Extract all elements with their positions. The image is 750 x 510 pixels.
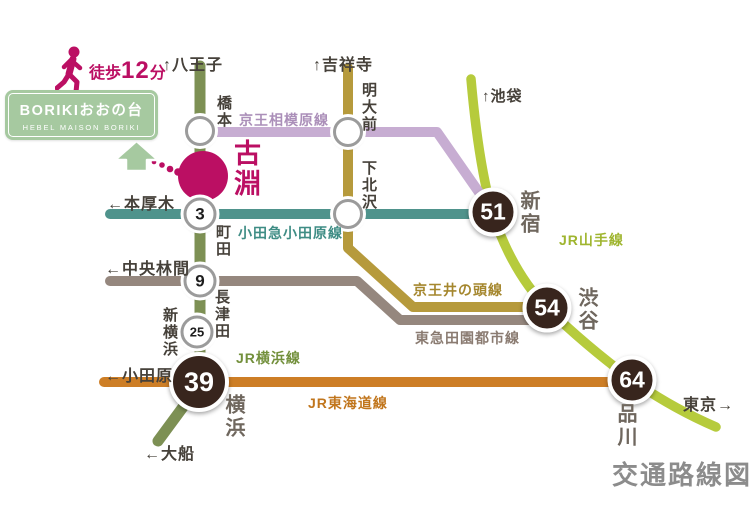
destination-honatsugi: ←本厚木 <box>107 196 176 213</box>
map-title: 交通路線図 <box>612 461 750 490</box>
property-badge: BORIKIおおの台 HEBEL MAISON BORIKI <box>5 90 158 140</box>
walk-time-suffix: 分 <box>149 65 166 82</box>
destination-kichijoji: ↑吉祥寺 <box>313 57 374 74</box>
station-badge-shinagawa: 64 <box>607 355 657 405</box>
station-label-hashimoto: 橋本 <box>215 95 232 129</box>
destination-odawara: ←小田原 <box>105 368 174 385</box>
property-badge-title: BORIKIおおの台 <box>19 102 144 119</box>
station-label-yokohama: 横浜 <box>222 394 244 440</box>
station-label-meidaimae: 明大前 <box>360 82 377 133</box>
line-label-jr-yokohama: JR横浜線 <box>236 350 301 366</box>
station-badge-shinjuku: 51 <box>468 187 518 237</box>
station-label-machida: 町田 <box>214 224 231 258</box>
station-meidaimae-circle <box>333 117 363 147</box>
property-badge-inner: BORIKIおおの台 HEBEL MAISON BORIKI <box>8 93 155 137</box>
line-label-keio-inokashira: 京王井の頭線 <box>413 282 503 298</box>
line-label-jr-yamanote: JR山手線 <box>559 232 624 248</box>
property-location-arrow-icon <box>113 139 160 173</box>
station-label-shibuya: 渋谷 <box>575 287 597 333</box>
station-shimokitazawa-circle <box>333 199 363 229</box>
station-hashimoto-circle <box>185 116 215 146</box>
property-badge-subtitle: HEBEL MAISON BORIKI <box>22 122 141 132</box>
destination-chuorinkan: ←中央林間 <box>105 261 191 278</box>
station-badge-machida: 3 <box>183 197 217 231</box>
keio-sagamihara-line-path <box>195 127 497 216</box>
line-label-jr-tokaido: JR東海道線 <box>308 395 388 411</box>
walk-time: 徒歩 12 分 <box>89 57 166 85</box>
walk-time-prefix: 徒歩 <box>89 65 122 82</box>
destination-ikebukuro: ↑池袋 <box>482 88 523 105</box>
station-badge-nagatsuta: 9 <box>183 264 217 298</box>
station-label-shimokitazawa: 下北沢 <box>360 160 377 211</box>
walk-time-minutes: 12 <box>121 57 150 84</box>
destination-ofuna: ←大船 <box>144 446 196 463</box>
destination-tokyo: 東京→ <box>683 397 735 414</box>
destination-hachioji: ↑八王子 <box>163 57 224 74</box>
line-label-tokyu-denentoshi: 東急田園都市線 <box>415 330 520 346</box>
keio-inokashira-line-path <box>343 63 552 312</box>
jr-yamanote-line-path <box>466 74 721 432</box>
station-label-nagatsuta: 長津田 <box>213 289 230 340</box>
station-label-shinyokohama: 新横浜 <box>161 307 178 358</box>
tokyu-denentoshi-line-path <box>105 276 545 325</box>
station-label-shinjuku: 新宿 <box>517 190 539 236</box>
station-badge-yokohama: 39 <box>169 352 229 412</box>
station-badge-shinyokohama: 25 <box>180 315 214 349</box>
station-badge-shibuya: 54 <box>522 283 572 333</box>
line-label-keio-sagamihara: 京王相模原線 <box>239 112 329 128</box>
line-label-odakyu-odawara: 小田急小田原線 <box>238 225 343 241</box>
walking-person-icon <box>55 46 83 94</box>
kobuchi-station-marker <box>178 151 228 201</box>
station-label-shinagawa: 品川 <box>614 403 636 449</box>
kobuchi-station-label: 古淵 <box>230 139 260 199</box>
